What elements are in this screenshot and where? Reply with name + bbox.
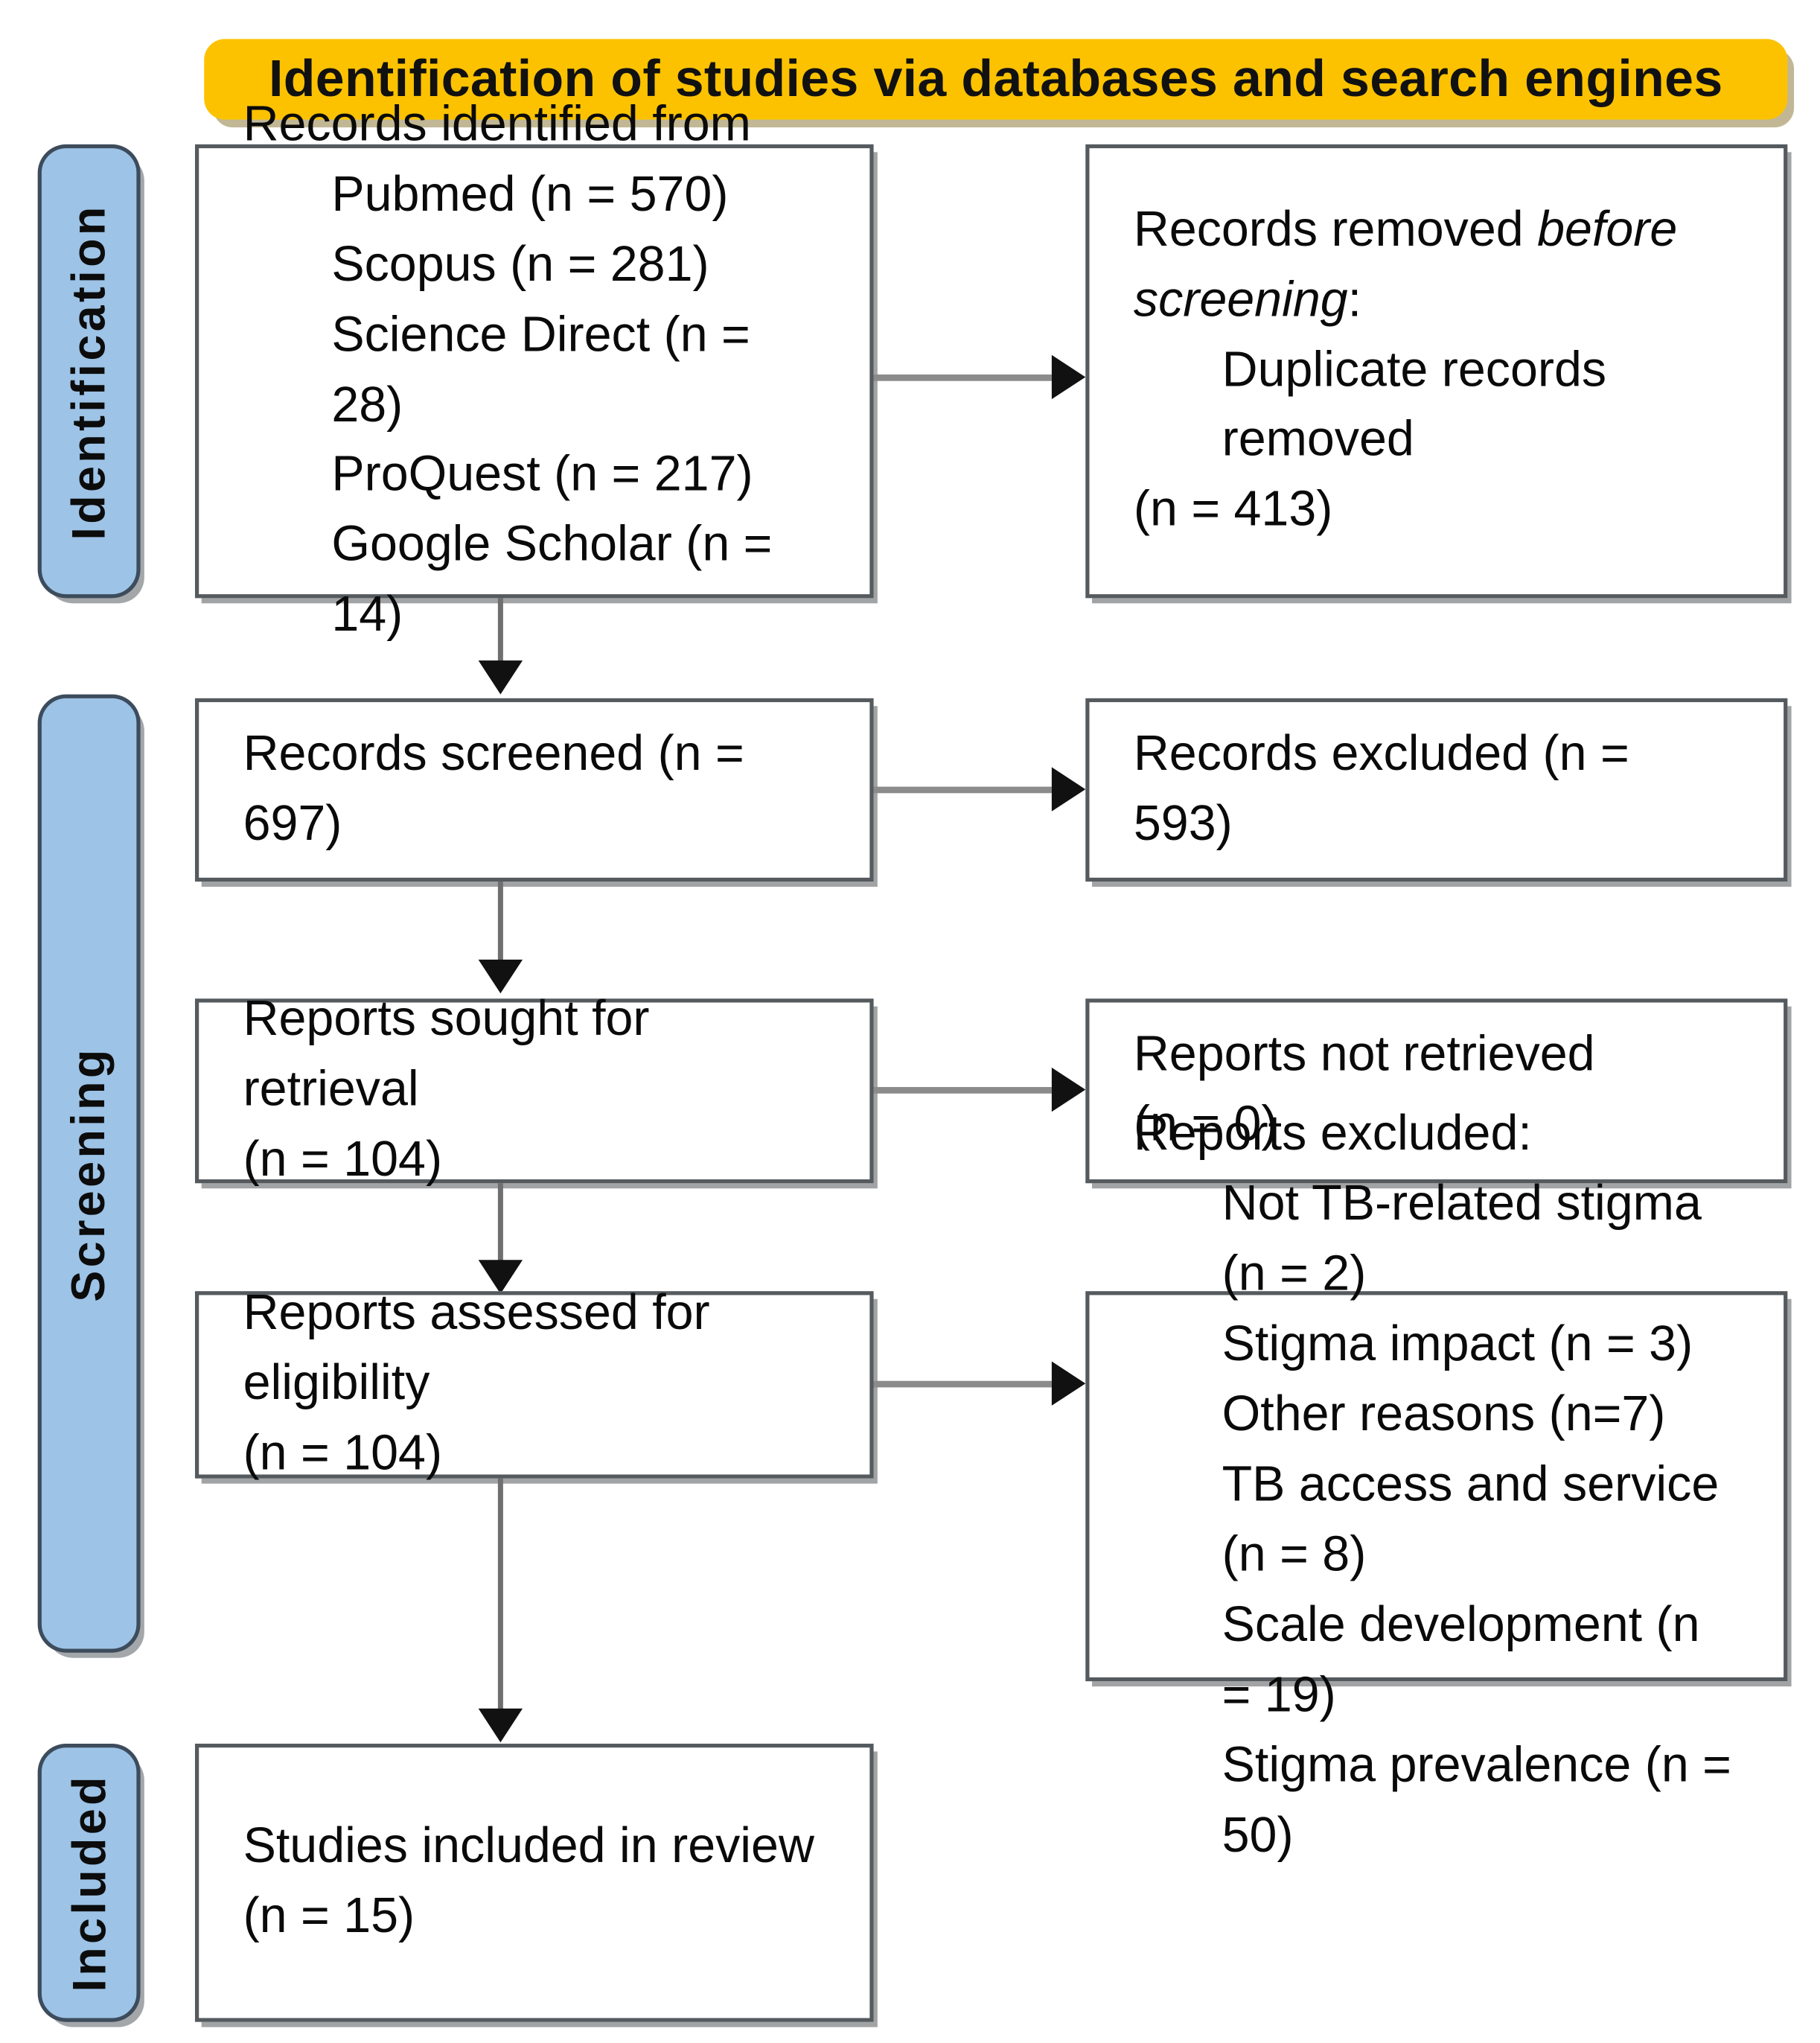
box-records-removed-before-screening: Records removed before screening: Duplic…	[1085, 144, 1788, 599]
records-removed-heading-colon: :	[1347, 272, 1362, 328]
diagram-title-banner: Identification of studies via databases …	[204, 39, 1788, 120]
records-screened-text: Records screened (n = 697)	[243, 726, 759, 852]
connector-identified-to-screened	[497, 598, 503, 665]
records-removed-item: Duplicate records removed	[1222, 342, 1621, 468]
box-reports-not-retrieved: Reports not retrieved (n = 0)	[1085, 998, 1788, 1184]
arrowhead-assessed-to-included	[478, 1708, 523, 1743]
reports-excluded-item: Scale development (n = 19)	[1222, 1598, 1714, 1723]
records-removed-heading-2: screening:	[1134, 266, 1740, 336]
box-records-excluded: Records excluded (n = 593)	[1085, 698, 1788, 882]
reports-not-retrieved-line-2: (n = 0)	[1133, 1097, 1278, 1153]
arrowhead-screened-to-excluded	[1051, 767, 1086, 812]
records-identified-item: Science Direct (n = 28)	[331, 307, 764, 433]
connector-assessed-to-included	[497, 1478, 503, 1713]
connector-screened-to-excluded	[873, 786, 1052, 794]
reports-sought-line-2: (n = 104)	[243, 1132, 443, 1188]
records-removed-heading: Records removed before	[1134, 196, 1740, 266]
arrowhead-screened-to-sought	[478, 959, 523, 994]
box-reports-sought-for-retrieval: Reports sought for retrieval (n = 104)	[194, 992, 874, 1187]
stage-label-screening: Screening	[61, 1045, 115, 1301]
reports-excluded-item: Other reasons (n=7)	[1222, 1387, 1666, 1442]
arrowhead-sought-to-not-retrieved	[1051, 1067, 1086, 1112]
arrowhead-sought-to-assessed	[478, 1260, 523, 1294]
studies-included-line-1: Studies included in review	[243, 1819, 814, 1874]
arrowhead-assessed-to-excluded	[1051, 1361, 1086, 1406]
connector-sought-to-assessed	[497, 1183, 503, 1264]
stage-bar-identification: Identification	[37, 144, 141, 599]
reports-assessed-line-1: Reports assessed for eligibility	[243, 1286, 724, 1411]
reports-assessed-line-2: (n = 104)	[243, 1426, 443, 1482]
reports-excluded-item: Stigma prevalence (n = 50)	[1222, 1738, 1746, 1864]
reports-not-retrieved-line-1: Reports not retrieved	[1133, 1027, 1595, 1083]
records-removed-heading-plain: Records removed	[1133, 202, 1538, 258]
records-identified-item: Google Scholar (n = 14)	[331, 517, 786, 643]
connector-sought-to-not-retrieved	[873, 1087, 1052, 1094]
stage-label-included: Included	[61, 1773, 115, 1992]
studies-included-line-2: (n = 15)	[243, 1889, 415, 1944]
connector-assessed-to-excluded	[873, 1380, 1052, 1388]
reports-excluded-item: TB access and service (n = 8)	[1222, 1457, 1733, 1583]
reports-excluded-heading: Reports excluded:	[1133, 1106, 1532, 1162]
box-records-identified: Records identified from Pubmed (n = 570)…	[194, 97, 874, 643]
records-identified-heading: Records identified from	[243, 97, 751, 152]
stage-label-identification: Identification	[61, 203, 115, 540]
records-excluded-text: Records excluded (n = 593)	[1133, 726, 1644, 852]
reports-excluded-item: Not TB-related stigma (n = 2)	[1222, 1176, 1716, 1302]
records-removed-heading-italic: before	[1537, 202, 1678, 258]
box-reports-assessed-for-eligibility: Reports assessed for eligibility (n = 10…	[194, 1286, 874, 1481]
arrowhead-identified-to-removed	[1051, 354, 1086, 400]
records-identified-item: ProQuest (n = 217)	[331, 447, 753, 503]
arrowhead-identified-to-screened	[478, 660, 523, 695]
connector-screened-to-sought	[497, 882, 503, 964]
box-reports-excluded: Reports excluded: Not TB-related stigma …	[1085, 1107, 1788, 1863]
page-title: Identification of studies via databases …	[268, 51, 1723, 108]
records-identified-item: Scopus (n = 281)	[331, 237, 709, 293]
reports-excluded-item: Stigma impact (n = 3)	[1222, 1317, 1693, 1372]
stage-bar-included: Included	[37, 1743, 141, 2022]
records-removed-item: (n = 413)	[1133, 482, 1333, 538]
stage-bar-screening: Screening	[37, 694, 141, 1653]
connector-identified-to-removed	[873, 374, 1052, 381]
records-identified-item: Pubmed (n = 570)	[331, 167, 729, 223]
box-records-screened: Records screened (n = 697)	[194, 698, 874, 882]
box-studies-included-in-review: Studies included in review (n = 15)	[194, 1743, 874, 2022]
reports-sought-line-1: Reports sought for retrieval	[243, 992, 663, 1118]
records-removed-heading-italic-2: screening	[1133, 272, 1348, 328]
